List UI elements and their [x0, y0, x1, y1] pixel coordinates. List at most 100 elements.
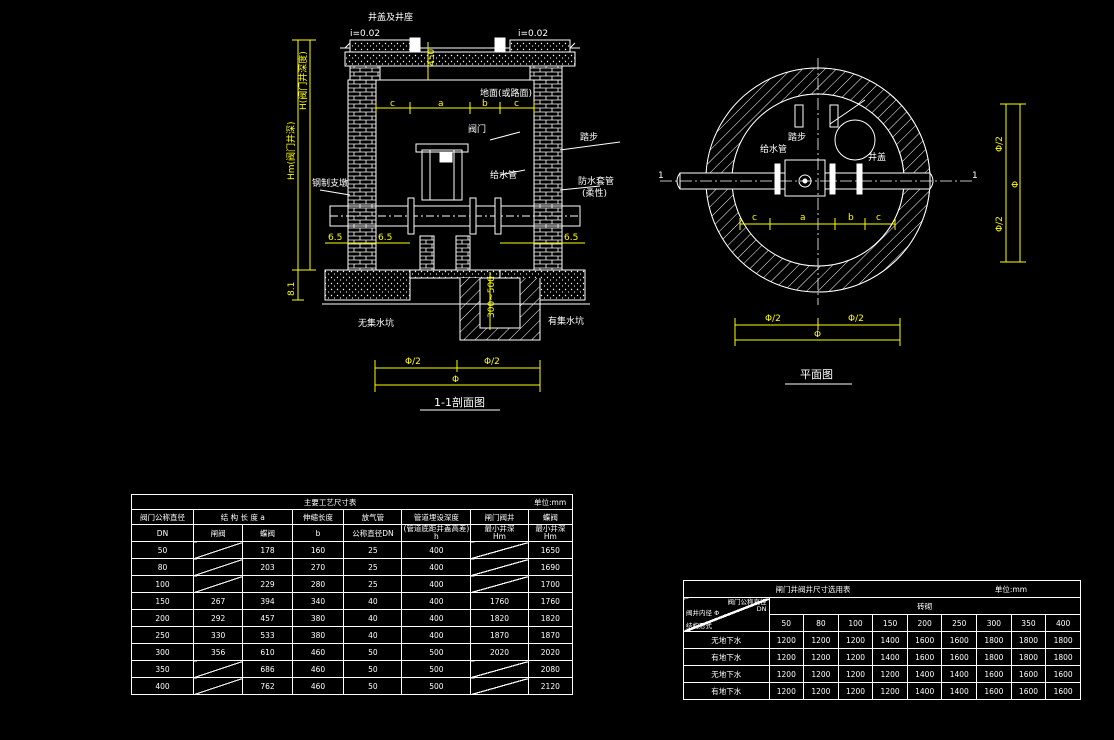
table2-dn-cell: 150 [872, 614, 908, 632]
table1-h-bf-sub1: 最小井深 [535, 524, 566, 533]
table1-cell-vent: 50 [343, 643, 403, 661]
table2-cell: 1800 [976, 648, 1012, 666]
table1-cell-h: 400 [401, 592, 472, 610]
table1-cell-butterfly: 394 [242, 592, 293, 610]
table2-dn-cell: 200 [906, 614, 943, 632]
table1-cell-hm-gate: 1870 [470, 626, 529, 644]
table2-cell: 1200 [803, 682, 839, 700]
table1-cell-vent: 25 [343, 575, 403, 593]
table2-cell: 1600 [976, 665, 1012, 683]
table2-cell: 1200 [837, 648, 874, 666]
table2-cell: 1200 [803, 648, 839, 666]
table2-cell: 1800 [1045, 648, 1081, 666]
table2-cell: 1200 [837, 631, 874, 649]
table1-cell-gate [192, 677, 244, 695]
plan-view [676, 67, 934, 293]
table2-corner-top: 阀门公称直径 [727, 598, 767, 606]
brick-wall-left [347, 79, 377, 271]
dim-a: a [438, 99, 444, 109]
table2-cell: 1800 [976, 631, 1012, 649]
table1-cell-gate [192, 541, 244, 559]
dim-phi-half-1: Φ/2 [405, 357, 421, 367]
label-support: 钢制支墩 [312, 177, 348, 189]
plan-text: 1 1 踏步 井盖 给水管 c a b c Φ/2 Φ/2 Φ Φ/2 Φ/2 … [658, 131, 1021, 381]
table1-cell-dn: 80 [131, 558, 194, 576]
table1-h-b-sub: b [291, 524, 345, 542]
table2-title: 闸门井阀井尺寸选用表 [682, 580, 942, 598]
table2-row-label: 无地下水 [683, 665, 770, 683]
table1-h-gate-sub2: Hm [493, 532, 506, 541]
table1-cell-hm-gate: 2020 [470, 643, 529, 661]
table1-h-butterfly: 蝶阀 [242, 524, 293, 542]
table2-cell: 1200 [803, 665, 839, 683]
label-sleeve-2: (柔性) [582, 187, 607, 199]
table1-cell-b: 160 [291, 541, 345, 559]
table1-cell-vent: 40 [343, 626, 403, 644]
dim-450: 450 [427, 49, 437, 66]
label-valve: 阀门 [468, 123, 486, 135]
table1-cell-hm-bf: 2120 [527, 677, 574, 695]
section-title: 1-1剖面图 [434, 395, 485, 409]
table1-h-bf-hm: 蝶阀 [527, 509, 574, 525]
table1-cell-hm-bf: 2020 [527, 643, 574, 661]
table1-cell-vent: 50 [343, 660, 403, 678]
vert-hm: Hm(阀门井深) [285, 121, 297, 180]
table1-h-depth: 管道埋设深度 [401, 509, 472, 525]
table2-cell: 1400 [941, 665, 978, 683]
vert-h: H(阀门井深度) [297, 51, 309, 110]
table1-h-gate-hm: 闸门阀井 [470, 509, 529, 525]
table2-group-header: 砖砌 [768, 597, 1082, 615]
table1-cell-butterfly: 533 [242, 626, 293, 644]
table2-cell: 1200 [768, 682, 805, 700]
table1-h-vent-sub: 公称直径DN [343, 524, 403, 542]
dim-phi-half-2: Φ/2 [484, 357, 500, 367]
plan-centerlines [660, 58, 975, 305]
table1-cell-gate: 267 [192, 592, 244, 610]
section-text: i=0.02 i=0.02 井盖及井座 450 地面(或路面) c a b c … [285, 11, 614, 409]
table2-corner-phi: Φ [714, 609, 720, 617]
table2-cell: 1200 [837, 682, 874, 700]
table1-h-length: 结 构 长 度 a [193, 509, 293, 525]
process-dimension-table: 主要工艺尺寸表 单位:mm 阀门公称直径 结 构 长 度 a 伸缩长度 放气管 … [131, 494, 574, 695]
table1-cell-b: 460 [291, 677, 345, 695]
table1-h-gate: 闸阀 [192, 524, 244, 542]
table2-corner-left: 阀井内径 [686, 609, 712, 617]
table1-cell-gate [192, 558, 244, 576]
table1-cell-hm-gate [470, 677, 529, 695]
table1-cell-butterfly: 762 [242, 677, 293, 695]
table1-cell-gate: 292 [192, 609, 244, 627]
table2-corner-bottom: 结构形式 [686, 622, 712, 630]
table1-cell-hm-gate [470, 660, 529, 678]
cover-slab [344, 51, 576, 67]
label-no-sump: 无集水坑 [358, 317, 394, 329]
dim-6-5-b: 6.5 [378, 233, 392, 243]
plan-dim-phi-half-bottom: Φ/2 [995, 216, 1005, 232]
table2-row-label: 有地下水 [683, 648, 770, 666]
table1-cell-h: 500 [401, 660, 472, 678]
table1-cell-hm-gate [470, 541, 529, 559]
plan-dim-phi-half-top: Φ/2 [995, 136, 1005, 152]
table2-row-label: 有地下水 [683, 682, 770, 700]
table2-dn-cell: 80 [803, 614, 839, 632]
plan-dim-b: b [848, 213, 854, 223]
table1-cell-h: 400 [401, 609, 472, 627]
plan-dim-c-left: c [752, 213, 757, 223]
plan-dimensions [734, 103, 1026, 346]
table1-cell-hm-bf: 1820 [527, 609, 574, 627]
plan-label-ladder: 踏步 [788, 131, 806, 143]
plan-dim-phi-half-right: Φ/2 [848, 314, 864, 324]
table1-cell-b: 460 [291, 660, 345, 678]
